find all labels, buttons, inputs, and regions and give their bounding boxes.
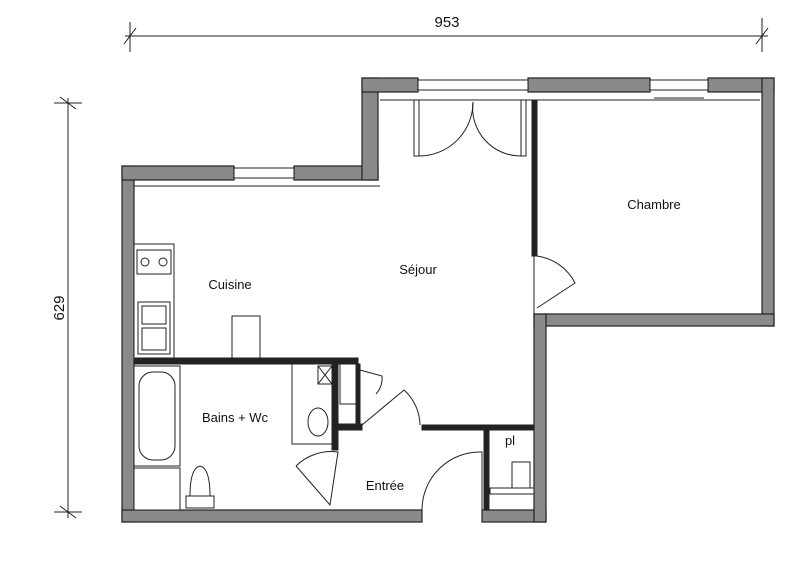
cooktop-icon	[136, 249, 172, 275]
room-label-chambre: Chambre	[627, 197, 680, 212]
windows	[134, 79, 760, 187]
partition-kitchen-bath	[133, 357, 359, 365]
width-dimension-label: 953	[434, 14, 459, 31]
wall-left	[121, 165, 135, 523]
height-dimension-label: 629	[51, 295, 68, 320]
kitchen-sink-icon	[137, 301, 171, 355]
partition-chambre	[531, 99, 538, 257]
bathtub-icon	[133, 365, 181, 467]
bathroom-fixtures	[133, 363, 333, 511]
room-label-sejour: Séjour	[399, 262, 437, 277]
room-label-cuisine: Cuisine	[208, 277, 251, 292]
french-doors	[413, 99, 527, 157]
wall-top-b	[527, 77, 651, 93]
width-dimension: 953	[123, 14, 769, 52]
window-chambre	[649, 79, 709, 91]
water-heater-icon	[317, 365, 333, 385]
kitchen-fixtures	[133, 243, 261, 359]
partition-pl	[483, 429, 490, 511]
partition-bath-right	[331, 357, 339, 451]
partition-entree	[421, 424, 535, 431]
exterior-walls	[121, 77, 775, 523]
wall-step-vertical	[361, 77, 379, 181]
wall-bottom-left	[121, 509, 423, 523]
fridge	[231, 315, 261, 359]
wall-chambre-bottom	[533, 313, 775, 327]
interior-partitions	[133, 99, 576, 511]
room-label-bains-wc: Bains + Wc	[202, 410, 269, 425]
wall-top-a	[361, 77, 419, 93]
wall-right	[761, 77, 775, 327]
room-label-pl: pl	[505, 433, 515, 448]
doors	[295, 369, 483, 511]
toilet-icon	[185, 465, 215, 509]
pl-fixtures	[489, 461, 535, 495]
room-label-entree: Entrée	[366, 478, 404, 493]
height-dimension: 629	[51, 96, 82, 519]
wall-top-kitchen-a	[121, 165, 235, 181]
window-sejour	[417, 79, 529, 91]
wall-lower-right	[533, 313, 547, 523]
window-kitchen	[233, 167, 295, 179]
